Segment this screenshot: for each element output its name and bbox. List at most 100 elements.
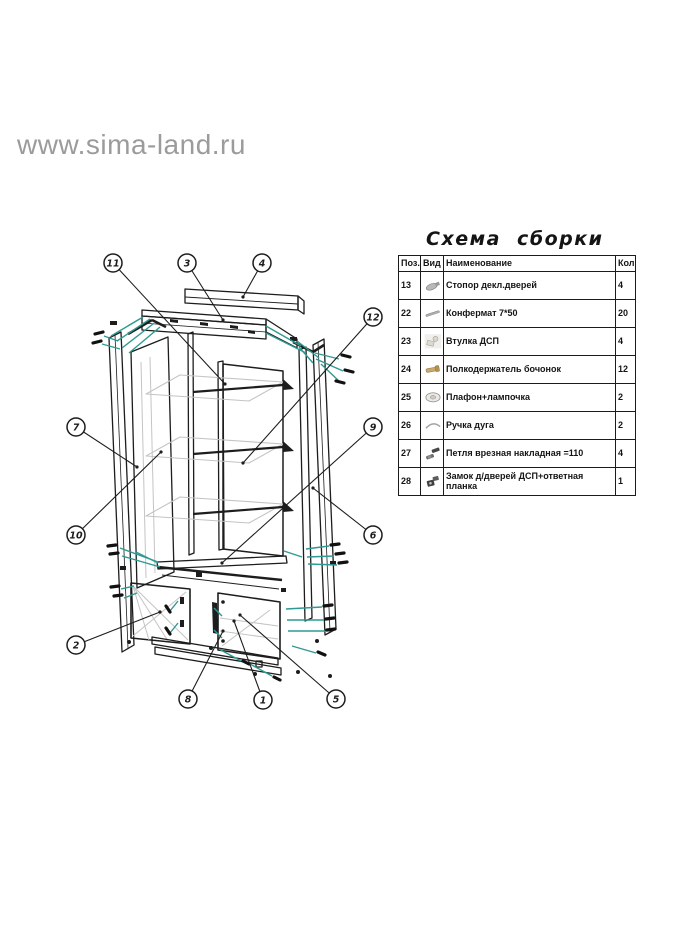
base-panel <box>156 555 288 590</box>
part-qty: 2 <box>615 383 636 412</box>
callout-5-number: 5 <box>333 694 340 705</box>
stopper-icon <box>423 277 443 294</box>
callout-5-circle <box>326 689 346 709</box>
confirmat-icon <box>423 305 443 322</box>
part-position: 22 <box>398 299 421 328</box>
callout-11-target-dot <box>223 382 227 386</box>
part-view-cell <box>420 327 444 356</box>
callout-12-circle <box>363 307 383 327</box>
shelf-edges <box>192 379 294 516</box>
part-position: 23 <box>398 327 421 356</box>
callout-10-circle <box>66 525 86 545</box>
plinth <box>151 636 282 676</box>
col-header-view: Вид <box>420 255 444 272</box>
left-side-panel <box>108 331 135 653</box>
lock-icon <box>423 473 443 490</box>
col-header-pos: Поз. <box>398 255 421 272</box>
callout-3-circle <box>177 253 197 273</box>
callout-8-target-dot <box>221 629 225 633</box>
right-door <box>217 592 281 660</box>
callout-3-target-dot <box>221 318 225 322</box>
handle-icon <box>423 417 443 434</box>
callout-8-number: 8 <box>185 694 192 705</box>
callout-6-number: 6 <box>370 530 377 541</box>
callout-12-target-dot <box>241 461 245 465</box>
part-position: 25 <box>398 383 421 412</box>
part-view-cell <box>420 299 444 328</box>
callout-4-target-dot <box>241 295 245 299</box>
callout-6-circle <box>363 525 383 545</box>
part-position: 26 <box>398 411 421 440</box>
callout-4-circle <box>252 253 272 273</box>
left-inner-panel <box>130 336 175 589</box>
cornice-panel <box>184 288 305 315</box>
part-view-cell <box>420 355 444 384</box>
part-qty: 4 <box>615 327 636 356</box>
callout-7-circle <box>66 417 86 437</box>
back-panel <box>222 363 284 557</box>
callout-3-number: 3 <box>184 258 191 269</box>
left-door <box>130 582 191 645</box>
callout-11-circle <box>103 253 123 273</box>
part-qty: 2 <box>615 411 636 440</box>
callout-9-number: 9 <box>370 422 377 433</box>
callout-1-target-dot <box>232 619 236 623</box>
callout-6-target-dot <box>311 486 315 490</box>
bushing-icon <box>423 333 443 350</box>
col-header-qty: Кол. <box>615 255 636 272</box>
callout-10-target-dot <box>159 450 163 454</box>
fitting-dots <box>127 639 332 678</box>
part-position: 13 <box>398 271 421 300</box>
center-divider <box>187 331 225 556</box>
callout-7-target-dot <box>135 465 139 469</box>
part-name: Замок д/дверей ДСП+ответная планка <box>443 467 616 496</box>
part-position: 27 <box>398 439 421 468</box>
assembly-guide-lines <box>101 316 344 677</box>
shelf-support-icon <box>423 361 443 378</box>
callout-2-target-dot <box>158 610 162 614</box>
door-gap-strip <box>212 602 218 634</box>
watermark-url: www.sima-land.ru <box>17 129 246 160</box>
part-qty: 4 <box>615 439 636 468</box>
part-view-cell <box>420 467 444 496</box>
part-name: Петля врезная накладная =110 <box>443 439 616 468</box>
callout-9-target-dot <box>220 561 224 565</box>
callout-4-number: 4 <box>258 258 266 269</box>
part-qty: 1 <box>615 467 636 496</box>
hinge-icon <box>423 445 443 462</box>
part-view-cell <box>420 411 444 440</box>
top-panel-holes <box>170 319 255 334</box>
lampshade-icon <box>423 389 443 406</box>
part-name: Втулка ДСП <box>443 327 616 356</box>
page-title: Схема сборки <box>426 228 604 250</box>
col-header-name: Наименование <box>443 255 616 272</box>
callout-12-number: 12 <box>366 312 380 323</box>
part-position: 24 <box>398 355 421 384</box>
confirmat-screws <box>91 330 355 682</box>
part-view-cell <box>420 439 444 468</box>
callout-9-circle <box>363 417 383 437</box>
right-side-panel <box>298 338 337 636</box>
top-panel <box>141 309 298 349</box>
part-qty: 12 <box>615 355 636 384</box>
part-name: Плафон+лампочка <box>443 383 616 412</box>
callout-1-number: 1 <box>260 695 267 706</box>
callout-1-circle <box>253 690 273 710</box>
part-name: Полкодержатель бочонок <box>443 355 616 384</box>
callout-8-circle <box>178 689 198 709</box>
callout-7-number: 7 <box>73 422 80 433</box>
part-view-cell <box>420 271 444 300</box>
callout-2-number: 2 <box>73 640 80 651</box>
